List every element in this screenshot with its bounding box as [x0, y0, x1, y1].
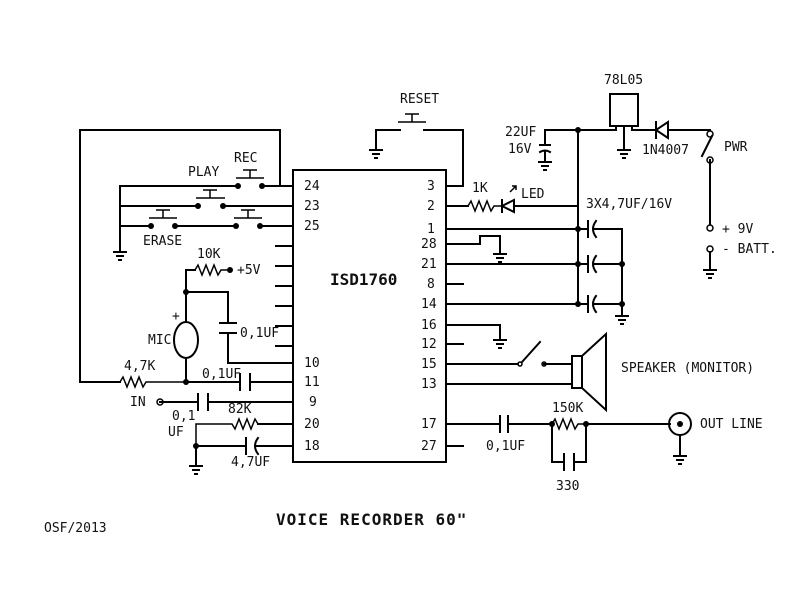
pin-15: 15: [421, 357, 437, 372]
diagram-title: VOICE RECORDER 60": [276, 510, 467, 529]
r47k-label: 4,7K: [124, 359, 155, 374]
output-network: 0,1UF 150K 330 OUT LINE: [462, 401, 763, 494]
play-switch: PLAY: [119, 165, 277, 253]
c-mic-label: 0,1UF: [240, 326, 279, 341]
speaker-monitor: SPEAKER (MONITOR): [462, 331, 754, 413]
outer-feedback-wire: [79, 129, 281, 383]
pin-18: 18: [304, 439, 320, 454]
erase-switch: ERASE: [119, 209, 277, 249]
c330-label: 330: [556, 479, 579, 494]
pin-2: 2: [427, 199, 435, 214]
erase-label: ERASE: [143, 234, 182, 249]
c-pin11-label: 0,1UF: [202, 367, 241, 382]
ic-right-pin-stubs: [445, 185, 464, 447]
pin-3: 3: [427, 179, 435, 194]
pin-12: 12: [421, 337, 437, 352]
r82k-resistor: 82K: [195, 402, 277, 446]
pwr-label: PWR: [724, 140, 748, 155]
c-out-label: 0,1UF: [486, 439, 525, 454]
pin-27: 27: [421, 439, 437, 454]
ic-left-pin-stubs: [275, 185, 294, 447]
pin-24: 24: [304, 179, 320, 194]
rec-switch: REC: [234, 151, 277, 189]
r47k-resistor: 4,7K: [119, 359, 186, 390]
r10k-label: 10K: [197, 247, 221, 262]
pin-11: 11: [304, 375, 320, 390]
ground-pin28: [462, 235, 507, 263]
c-pin11-capacitor: 0,1UF: [185, 367, 277, 391]
pin-23: 23: [304, 199, 320, 214]
pin-9: 9: [309, 395, 317, 410]
r82k-label: 82K: [228, 402, 252, 417]
batt-plus-label: + 9V: [722, 222, 753, 237]
reset-switch: RESET: [369, 92, 464, 187]
decoupling-capacitors: 3X4,7UF/16V: [462, 197, 672, 325]
c-in-capacitor: IN 0,1 UF: [130, 393, 277, 440]
pin-28: 28: [421, 237, 437, 252]
in-label: IN: [130, 395, 146, 410]
ground-pin16: [462, 324, 507, 349]
pin-17: 17: [421, 417, 437, 432]
r150k-label: 150K: [552, 401, 583, 416]
c22uf-label-b: 16V: [508, 142, 532, 157]
pin-1: 1: [427, 222, 435, 237]
c-in-label-b: UF: [168, 425, 184, 440]
c47uf-label: 4,7UF: [231, 455, 270, 470]
plus5v-label: +5V: [237, 263, 261, 278]
caps3-label: 3X4,7UF/16V: [586, 197, 672, 212]
c47uf-capacitor: 4,7UF: [195, 436, 277, 470]
reset-label: RESET: [400, 92, 439, 107]
regulator-78l05: 78L05: [577, 73, 653, 159]
out-line-label: OUT LINE: [700, 417, 763, 432]
pin-21: 21: [421, 257, 437, 272]
pin-16: 16: [421, 318, 437, 333]
r1k-resistor: 1K: [462, 181, 502, 214]
mic-label: MIC: [148, 333, 171, 348]
mic-plus-label: +: [172, 309, 180, 324]
battery-terminals: + 9V - BATT.: [703, 222, 777, 279]
ic-name: ISD1760: [330, 270, 397, 289]
mic-element: MIC +: [148, 291, 199, 383]
pin-14: 14: [421, 297, 437, 312]
credit-label: OSF/2013: [44, 521, 107, 536]
batt-minus-label: - BATT.: [722, 242, 777, 257]
power-switch: PWR: [699, 129, 748, 225]
speaker-label: SPEAKER (MONITOR): [621, 361, 754, 376]
pin-13: 13: [421, 377, 437, 392]
pin-10: 10: [304, 356, 320, 371]
led-label: LED: [521, 187, 545, 202]
led-diode: LED: [499, 185, 579, 214]
diode-1n4007: 1N4007: [642, 120, 701, 158]
ground-left: [113, 251, 127, 261]
c22uf-label-a: 22UF: [505, 125, 536, 140]
r1k-label: 1K: [472, 181, 488, 196]
c22uf-capacitor: 22UF 16V: [505, 125, 579, 171]
rec-label: REC: [234, 151, 257, 166]
pin-20: 20: [304, 417, 320, 432]
play-label: PLAY: [188, 165, 219, 180]
c-mic-capacitor: 0,1UF: [185, 291, 279, 364]
ground-mic: [189, 445, 203, 475]
pin-25: 25: [304, 219, 320, 234]
c-in-label-a: 0,1: [172, 409, 195, 424]
diode-label: 1N4007: [642, 143, 689, 158]
r10k-resistor: 10K +5V: [185, 247, 261, 293]
ic-isd1760: ISD1760: [292, 169, 447, 463]
regulator-label: 78L05: [604, 73, 643, 88]
pin-8: 8: [427, 277, 435, 292]
